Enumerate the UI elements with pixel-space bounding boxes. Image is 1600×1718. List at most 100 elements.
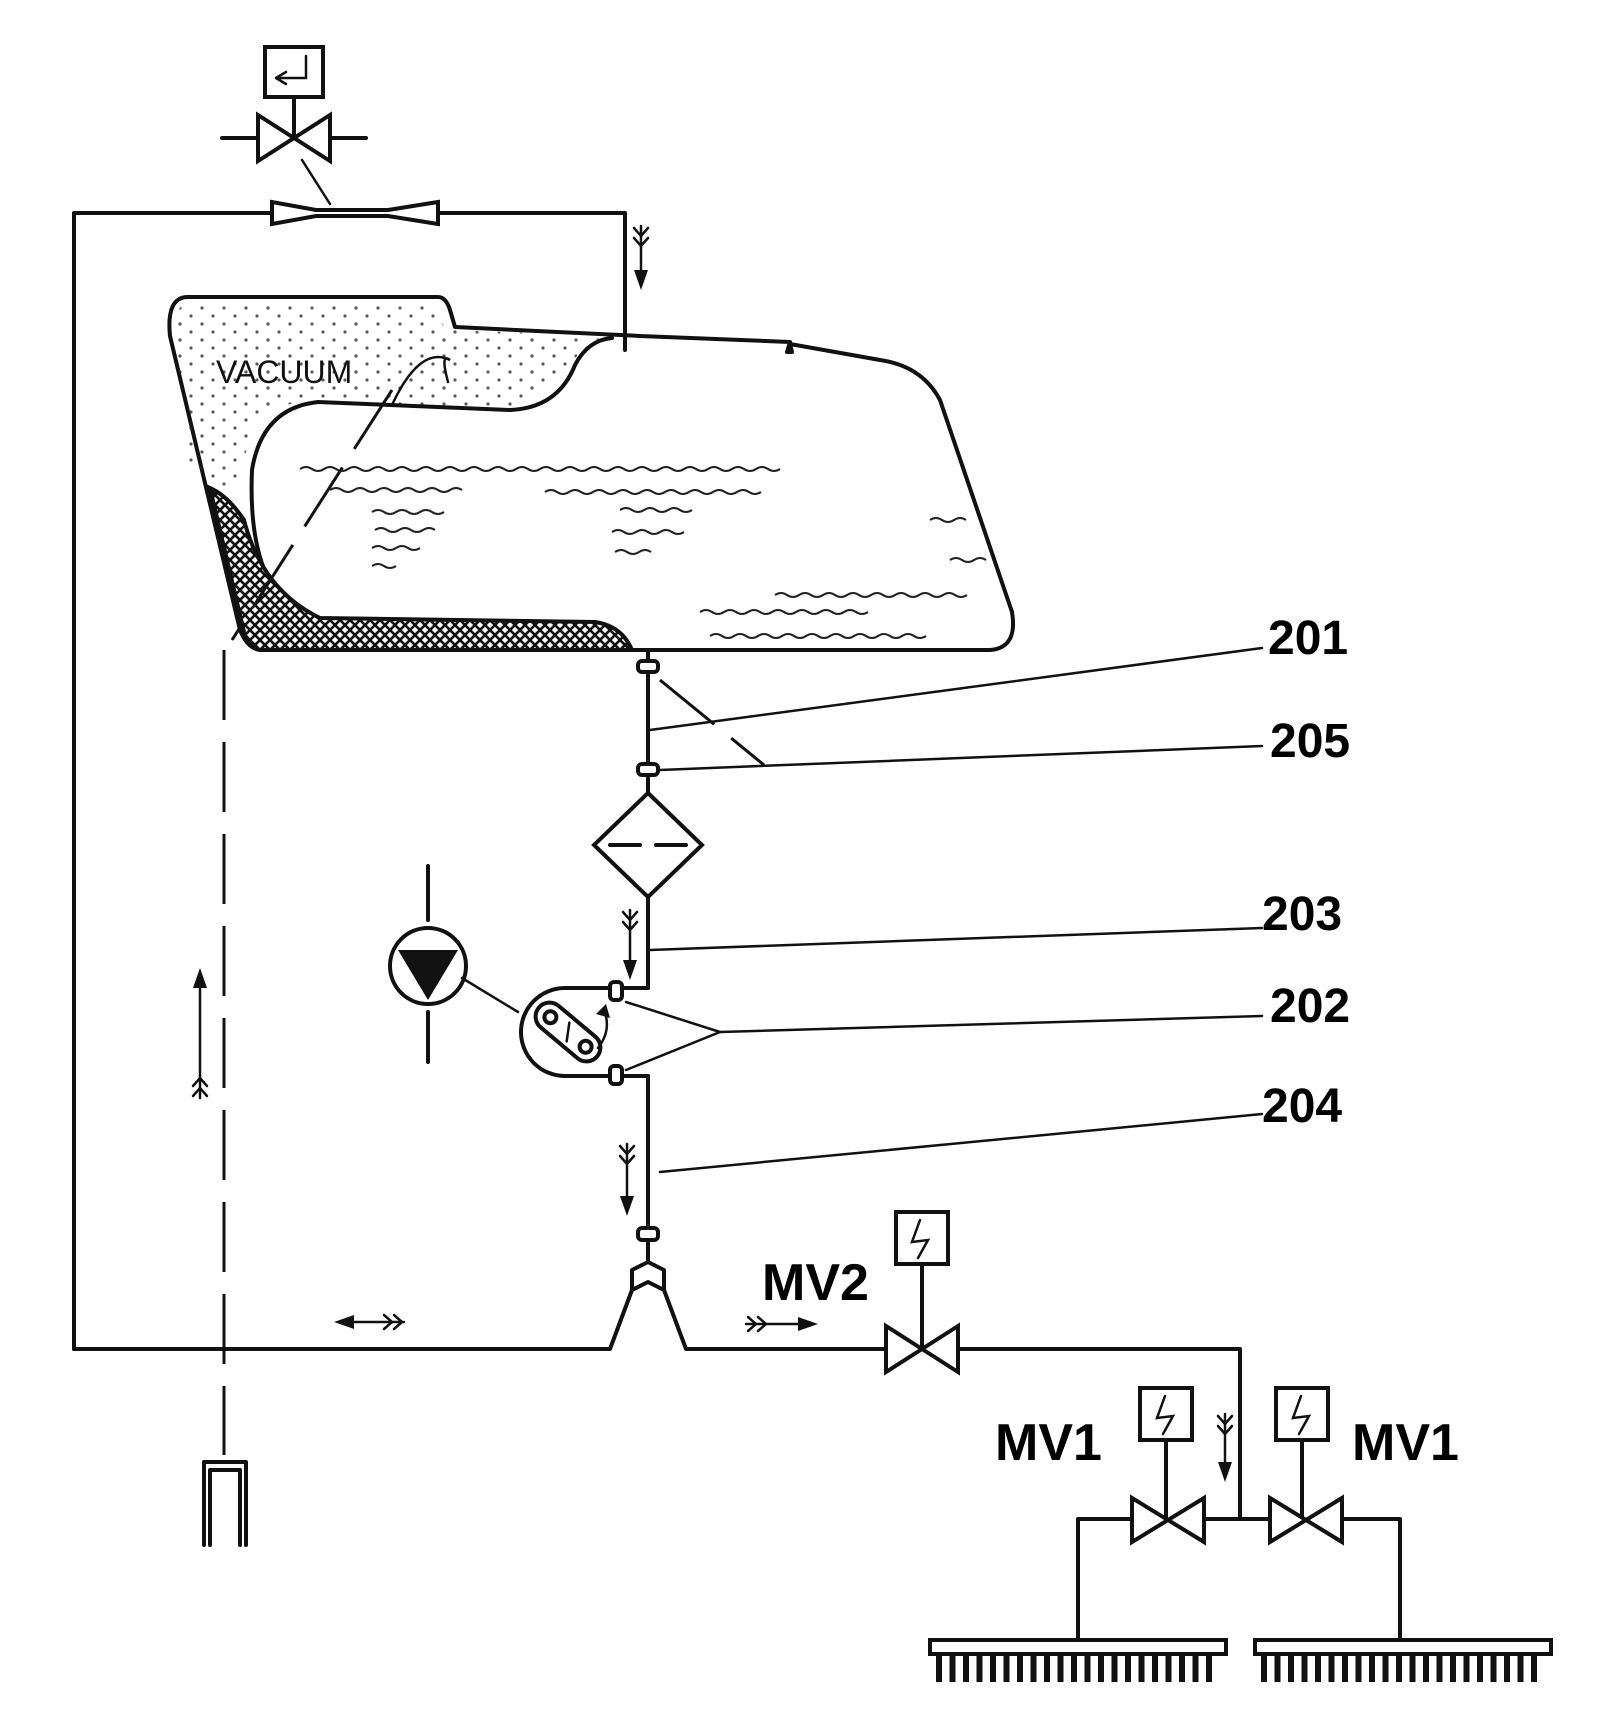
spray-nozzle [1138,1656,1145,1682]
top-solenoid-valve [220,45,368,206]
ref-204-label: 204 [1262,1080,1342,1133]
pump-motor-symbol [388,864,520,1064]
distribution-pipe [956,1347,1242,1521]
clamp-202-lower [608,1064,624,1086]
spray-nozzle [949,1656,956,1682]
spray-nozzle [1084,1656,1091,1682]
spray-nozzle [1030,1656,1037,1682]
spray-nozzle [1504,1656,1510,1682]
spray-bar-left [928,1638,1228,1682]
ref-203-label: 203 [1262,888,1342,941]
spray-nozzle [1301,1656,1308,1682]
spray-nozzle [1490,1656,1497,1682]
spray-nozzle [1531,1656,1537,1682]
top-actuator-box [263,45,325,99]
flow-arrow-down [1216,1412,1234,1482]
branch-right [1340,1517,1402,1642]
branch-left [1076,1517,1134,1642]
spray-nozzle [1261,1656,1267,1682]
clamp-205 [636,762,660,777]
valve-mv2: MV2 [762,1210,960,1376]
spray-nozzle [1423,1656,1429,1682]
spray-nozzle [1003,1656,1010,1682]
peristaltic-pump [519,980,650,1086]
spray-nozzle [936,1656,942,1682]
spray-nozzle [1328,1656,1335,1682]
reference-204: 204 [658,1080,1342,1174]
flow-arrow-filter [621,908,639,980]
mv1-left-label: MV1 [995,1414,1102,1472]
spray-nozzle [1409,1656,1416,1682]
vacuum-tank: VACUUM [167,295,1015,652]
spray-nozzle [1071,1656,1077,1682]
spray-nozzle [1179,1656,1185,1682]
y-junction [72,1238,888,1351]
lightning-icon [910,1218,931,1260]
flow-arrow-up [191,968,209,1100]
spray-nozzle [1382,1656,1389,1682]
spray-nozzle [1450,1656,1456,1682]
clamp-201 [636,659,660,674]
spray-nozzle [1396,1656,1402,1682]
spray-nozzle [1342,1656,1348,1682]
spray-nozzle [1044,1656,1050,1682]
supply-line [636,648,765,795]
clamp-202-upper [608,980,624,1002]
spray-nozzle [1288,1656,1294,1682]
reference-203: 203 [648,888,1342,952]
sediment [207,484,636,652]
mv1-right-label: MV1 [1352,1414,1459,1472]
ref-201-label: 201 [1268,612,1348,665]
flow-arrow-lower [618,1142,636,1216]
spray-nozzle [1165,1656,1172,1682]
spray-nozzle [1017,1656,1023,1682]
ref-205-label: 205 [1270,715,1350,768]
spray-nozzle [1152,1656,1158,1682]
spray-nozzle [1436,1656,1443,1682]
reference-202: 202 [624,980,1350,1072]
venturi-nozzle [270,199,440,227]
spray-nozzle [1274,1656,1281,1682]
top-valve-icon [256,111,332,165]
spray-nozzle [1098,1656,1104,1682]
spray-nozzle [1477,1656,1483,1682]
spray-nozzle [1517,1656,1524,1682]
spray-nozzle [1315,1656,1321,1682]
pump-triangle-icon [398,950,458,1000]
reference-205: 205 [658,715,1350,772]
spray-nozzle [1057,1656,1064,1682]
spray-nozzle [1206,1656,1212,1682]
drain-connector-icon [202,1460,248,1547]
float-indicator [230,389,394,641]
spray-nozzle [1192,1656,1199,1682]
flow-arrow-feed [744,1315,818,1333]
lightning-icon [1291,1394,1312,1436]
lightning-icon [1155,1394,1176,1436]
water-surface [299,466,987,639]
spray-nozzle [1111,1656,1118,1682]
spray-nozzles-right [1261,1656,1537,1682]
spray-nozzle [1355,1656,1362,1682]
tank-label: VACUUM [216,354,352,390]
spray-nozzle [976,1656,983,1682]
mv2-actuator [894,1210,950,1266]
spray-nozzle [1369,1656,1375,1682]
return-pipe [72,211,627,1351]
flow-arrow-inlet [632,224,650,290]
filter [591,790,705,990]
spray-nozzle [1125,1656,1131,1682]
spray-nozzle [963,1656,969,1682]
valve-mv1-left: MV1 [995,1386,1206,1546]
spray-nozzle [990,1656,996,1682]
valve-mv1-right: MV1 [1268,1386,1459,1546]
ref-202-label: 202 [1270,980,1350,1033]
mv2-label: MV2 [762,1254,869,1312]
spray-nozzles-left [936,1656,1212,1682]
reference-201: 201 [648,612,1348,732]
spray-bar-right [1253,1638,1553,1682]
actuator-glyph-icon [274,54,308,86]
flow-arrow-return [334,1313,406,1331]
spray-nozzle [1463,1656,1470,1682]
vacuum-space [174,302,621,500]
